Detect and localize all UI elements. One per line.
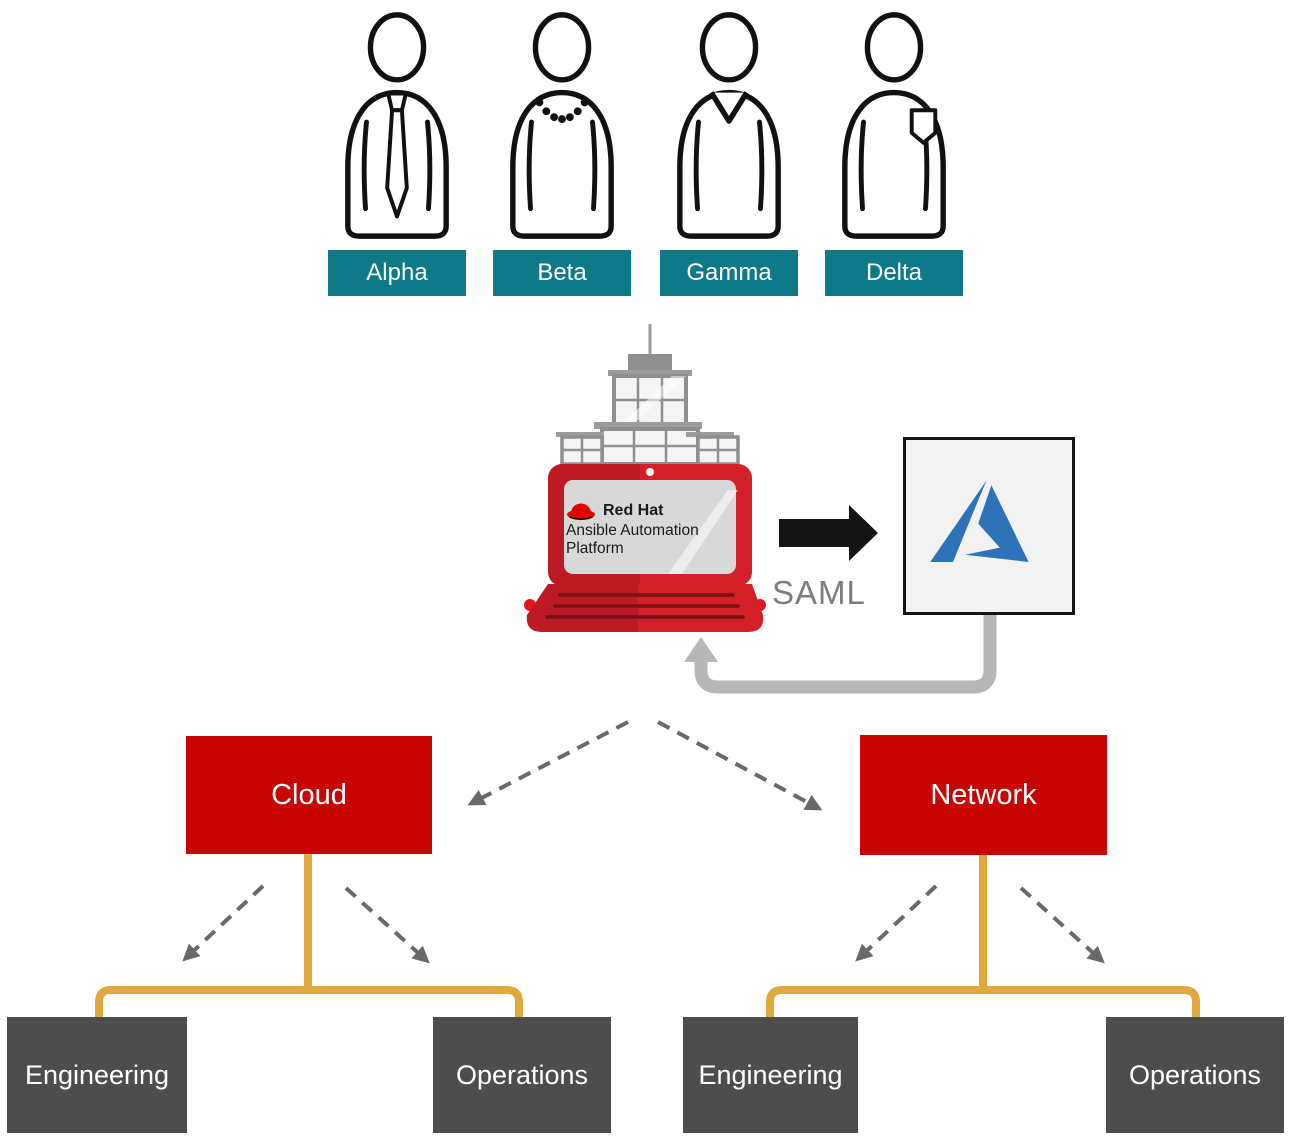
saml-response-arrow (694, 615, 997, 694)
person-pocket-icon (842, 12, 946, 239)
v-neck (709, 91, 749, 124)
team-box-network-engineering: Engineering (683, 1017, 858, 1133)
saml-response-arrowhead-icon (684, 637, 718, 662)
necklace (535, 98, 589, 124)
laptop-icon (524, 464, 766, 632)
team-connector-network (766, 853, 1200, 1017)
org-name: Network (930, 778, 1037, 811)
team-name: Engineering (24, 1059, 170, 1090)
team-box-network-operations: Operations (1106, 1017, 1284, 1133)
person-vneck-icon (677, 12, 781, 239)
user-figure-gamma (659, 8, 799, 244)
assignment-arrow-platform-cloud (467, 720, 629, 806)
user-label-gamma: Gamma (660, 250, 798, 296)
team-connector-cloud (95, 850, 523, 1017)
building-icon (556, 324, 740, 466)
platform-product-line1: Ansible Automation (566, 522, 699, 539)
team-box-cloud-operations: Operations (433, 1017, 611, 1133)
assignment-arrow-platform-network (657, 720, 823, 811)
org-name: Cloud (271, 778, 347, 811)
user-label-text: Alpha (366, 259, 428, 286)
azure-icon (930, 480, 1029, 562)
user-figure-beta (492, 8, 632, 244)
assignment-arrow-network-operations (1019, 886, 1105, 964)
user-label-alpha: Alpha (328, 250, 466, 296)
user-label-delta: Delta (825, 250, 963, 296)
platform-illustration (520, 322, 770, 637)
assignment-arrow-network-engineering (855, 884, 938, 962)
saml-request-arrow-icon (779, 505, 878, 561)
user-label-text: Delta (865, 259, 923, 286)
team-name: Engineering (698, 1059, 843, 1090)
user-label-beta: Beta (493, 250, 631, 296)
org-box-network: Network (860, 735, 1107, 855)
team-box-cloud-engineering: Engineering (7, 1017, 187, 1133)
person-necklace-icon (510, 12, 614, 239)
saml-label: SAML (772, 574, 866, 611)
user-figure-alpha (327, 8, 467, 244)
chest-pocket (909, 108, 938, 145)
user-label-text: Gamma (686, 259, 772, 286)
user-figure-delta (824, 8, 964, 244)
assignment-arrow-cloud-operations (344, 886, 430, 964)
team-name: Operations (455, 1059, 589, 1090)
tie-blade (385, 108, 409, 219)
user-label-text: Beta (537, 259, 587, 286)
person-tie-icon (345, 12, 449, 239)
azure-box (903, 437, 1075, 615)
team-name: Operations (1128, 1059, 1262, 1090)
platform-screen-label: Red Hat Ansible Automation Platform (566, 500, 742, 559)
platform-product-line2: Platform (566, 540, 624, 558)
tie (386, 91, 408, 113)
platform-brand: Red Hat (603, 501, 664, 519)
assignment-arrow-cloud-engineering (182, 884, 265, 962)
org-box-cloud: Cloud (186, 736, 432, 854)
red-hat-fedora-icon (567, 503, 595, 521)
laptop-building-icon (524, 324, 766, 632)
